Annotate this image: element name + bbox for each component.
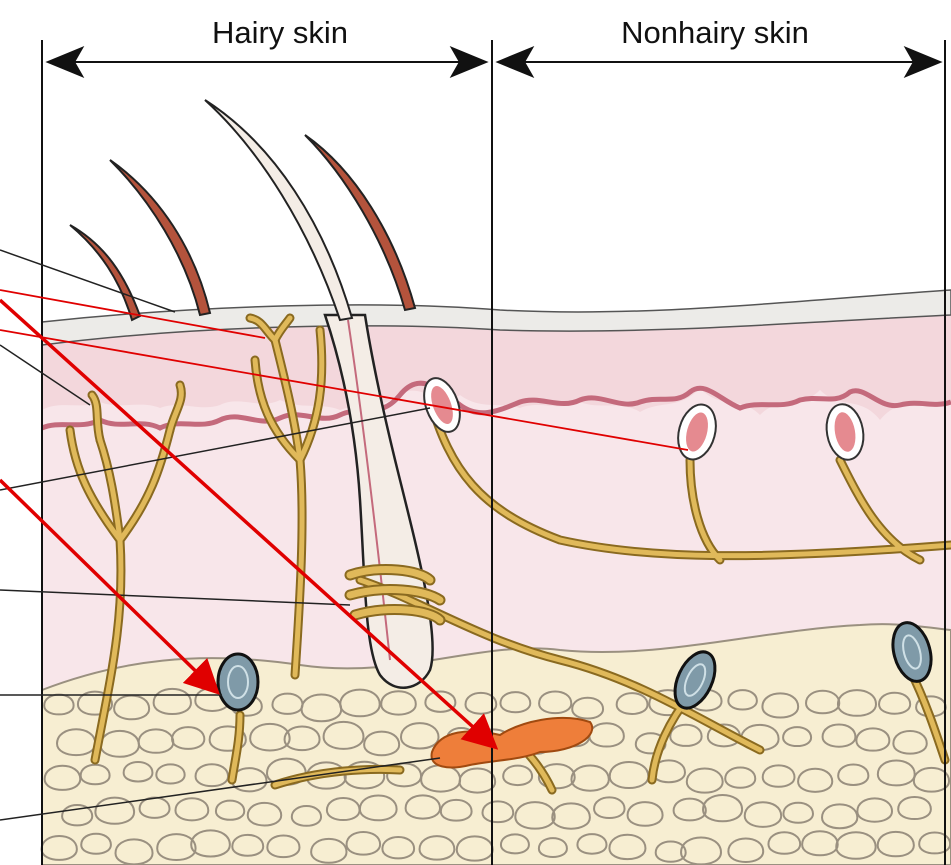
tissue-layers: [42, 290, 951, 865]
region-header-arrows: [48, 48, 940, 76]
pacinian-corpuscle: [218, 654, 258, 710]
hair-shaft: [305, 135, 415, 310]
hair-shaft: [205, 100, 352, 320]
hair-shaft: [70, 225, 140, 320]
nonhairy-skin-label: Nonhairy skin: [621, 15, 809, 50]
hairy-skin-label: Hairy skin: [212, 15, 348, 50]
leader-line: [0, 250, 175, 312]
